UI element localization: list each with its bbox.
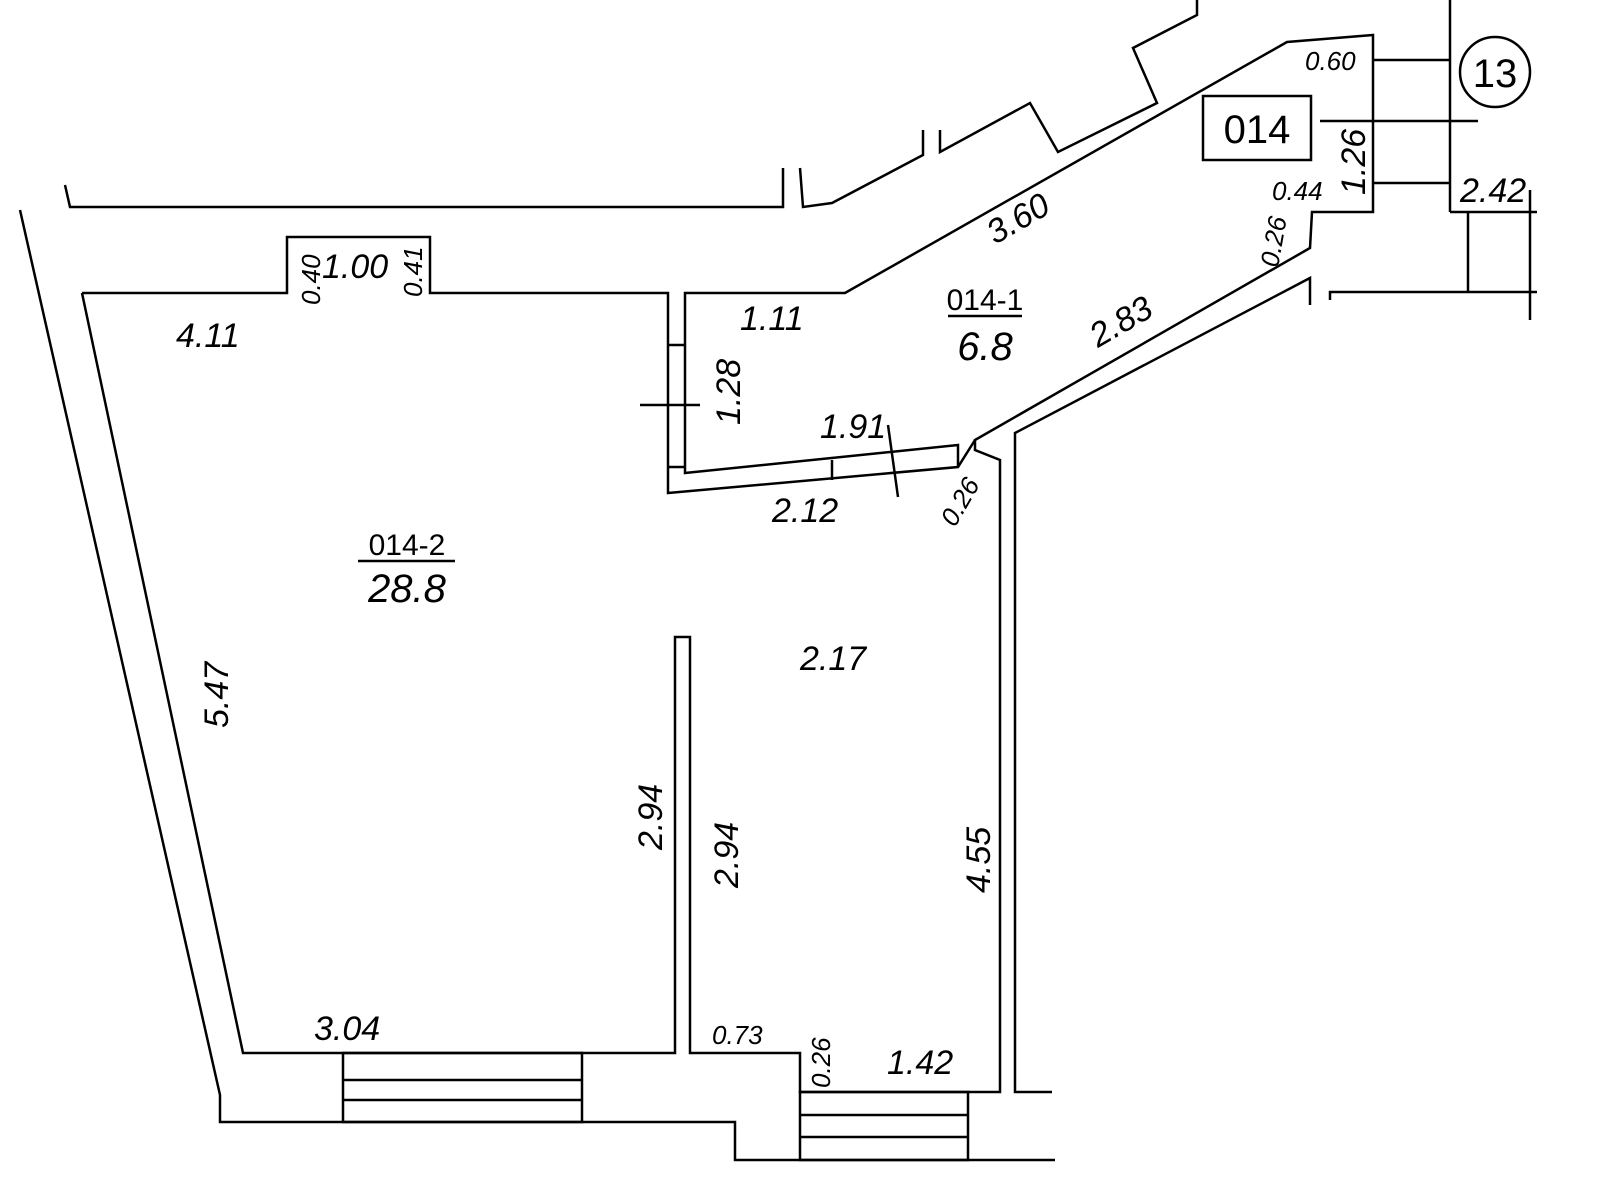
axis-marker: 13 — [1458, 35, 1532, 109]
dim-label: 1.28 — [710, 359, 748, 425]
dim-label: 2.83 — [1082, 289, 1159, 356]
axis-marker-label: 13 — [1473, 52, 1518, 96]
dim-label: 2.94 — [632, 784, 670, 851]
unit-label: 014 — [1224, 108, 1291, 152]
dim-label: 2.17 — [799, 640, 867, 678]
dim-label: 0.73 — [712, 1020, 763, 1050]
walls — [18, 0, 1537, 1162]
dim-label: 1.26 — [1335, 129, 1373, 195]
dim-label: 0.26 — [934, 472, 986, 531]
room-area-014-1: 6.8 — [957, 325, 1013, 369]
dim-label: 1.42 — [887, 1044, 953, 1082]
dim-label: 3.04 — [314, 1010, 380, 1048]
dim-label: 4.11 — [176, 317, 240, 355]
dim-label: 2.94 — [708, 822, 746, 889]
dim-label: 1.91 — [820, 408, 886, 446]
room-area-014-2: 28.8 — [367, 567, 447, 611]
dim-label: 1.00 — [322, 248, 388, 286]
dim-label: 1.11 — [740, 300, 804, 338]
dim-label: 0.40 — [296, 254, 326, 305]
dim-label: 0.26 — [806, 1037, 836, 1088]
dim-label: 2.42 — [1459, 172, 1526, 210]
room-id-014-1: 014-1 — [947, 284, 1024, 317]
dim-label: 4.55 — [960, 827, 998, 893]
dim-label: 0.41 — [398, 246, 428, 297]
room-id-014-2: 014-2 — [369, 529, 446, 562]
dim-label: 0.44 — [1272, 176, 1323, 206]
dim-label: 0.60 — [1305, 46, 1356, 76]
dim-label: 2.12 — [771, 492, 838, 530]
dim-label: 5.47 — [198, 661, 236, 728]
unit-label-box: 014 — [1201, 94, 1313, 162]
